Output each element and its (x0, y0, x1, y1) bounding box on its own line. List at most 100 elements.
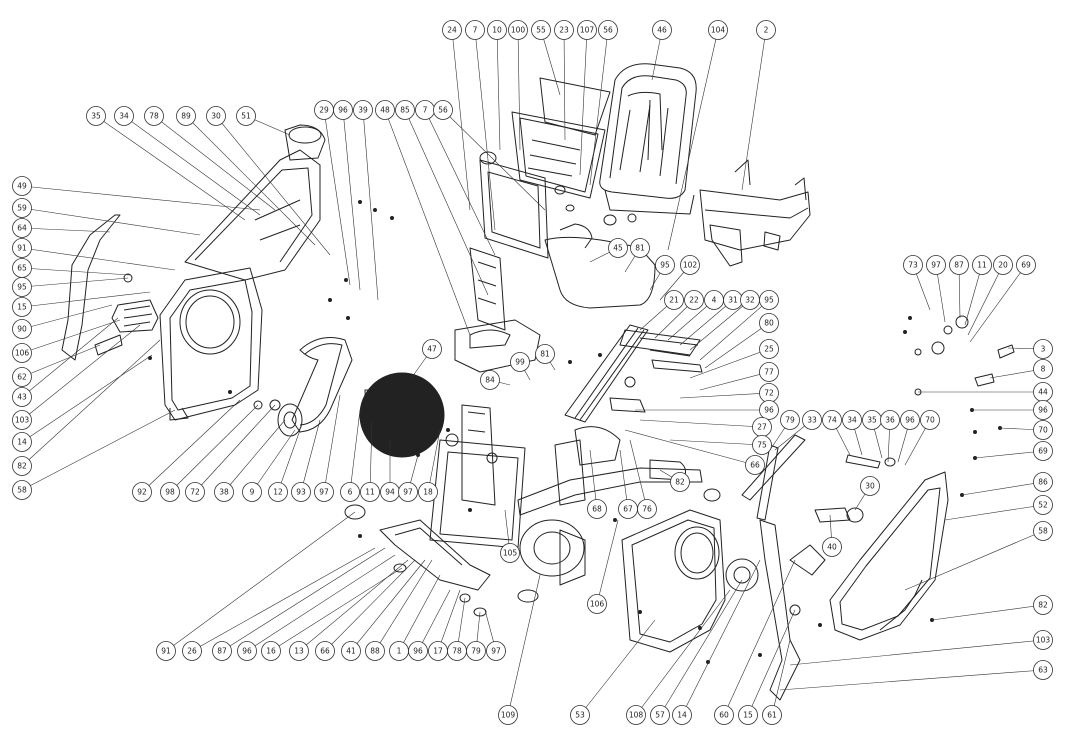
callout-circle (341, 641, 361, 661)
leader-line (404, 109, 489, 296)
leader-line (667, 299, 715, 341)
leader-line (789, 639, 1044, 666)
callout-number: 9 (250, 488, 255, 497)
callout-number: 45 (613, 244, 623, 253)
callout-number: 39 (358, 106, 368, 115)
leader-line (246, 554, 396, 652)
leader-line (21, 344, 101, 378)
leader-line (298, 559, 409, 652)
callout-number: 11 (365, 488, 375, 497)
callout-98: 98 (160, 482, 180, 502)
leader-line (741, 29, 767, 191)
callout-circle (684, 290, 704, 310)
leader-line (21, 227, 111, 233)
callout-number: 88 (370, 647, 380, 656)
leader-line (424, 109, 496, 256)
callout-39: 39 (353, 100, 373, 120)
callout-number: 84 (485, 376, 495, 385)
left-hardware (253, 389, 459, 520)
callout-circle (360, 482, 380, 502)
callout-circle (500, 543, 520, 563)
callout-108: 108 (626, 705, 646, 725)
callout-48: 48 (375, 100, 395, 120)
callout-number: 77 (764, 368, 774, 377)
leader-line (277, 429, 301, 493)
callout-number: 95 (764, 296, 774, 305)
callout-circle (738, 705, 758, 725)
callout-circle (12, 410, 32, 430)
callout-number: 20 (998, 261, 1008, 270)
leader-line (398, 574, 441, 652)
callout-82: 82 (1033, 595, 1053, 615)
leader-line (679, 299, 734, 346)
callout-circle (598, 20, 618, 40)
callout-29: 29 (314, 100, 334, 120)
callout-circle (418, 482, 438, 502)
callout-circle (626, 705, 646, 725)
callout-circle (920, 410, 940, 430)
callout-34: 34 (842, 410, 862, 430)
leader-line (619, 449, 629, 510)
callout-circle (206, 106, 226, 126)
callout-circle (422, 339, 442, 359)
callout-56: 56 (433, 100, 453, 120)
callout-99: 99 (510, 352, 530, 372)
callout-number: 104 (711, 26, 726, 35)
seat-back (599, 63, 697, 215)
callout-72: 72 (185, 482, 205, 502)
callout-75: 75 (752, 435, 772, 455)
callout-number: 32 (745, 296, 755, 305)
callout-96: 96 (759, 400, 779, 420)
callout-circle (714, 705, 734, 725)
callout-number: 70 (1038, 426, 1048, 435)
callout-12: 12 (268, 482, 288, 502)
callout-88: 88 (365, 641, 385, 661)
callout-number: 56 (603, 26, 613, 35)
leader-line (21, 277, 129, 288)
callout-79: 79 (466, 641, 486, 661)
callout-circle (498, 705, 518, 725)
leader-line (624, 429, 756, 466)
callout-number: 21 (669, 296, 679, 305)
callout-number: 87 (217, 647, 227, 656)
callout-circle (12, 198, 32, 218)
callout-number: 51 (241, 112, 251, 121)
callout-circle (680, 255, 700, 275)
leader-line (699, 371, 770, 391)
callout-circle (756, 20, 776, 40)
leader-line (21, 319, 121, 354)
callout-number: 106 (15, 349, 30, 358)
callout-number: 34 (119, 112, 129, 121)
callout-number: 95 (660, 261, 670, 270)
callout-circle (333, 100, 353, 120)
callout-53: 53 (570, 705, 590, 725)
callout-number: 57 (655, 711, 665, 720)
callout-number: 29 (319, 106, 329, 115)
callout-number: 10 (492, 26, 502, 35)
callout-circle (236, 106, 256, 126)
callout-number: 59 (17, 204, 27, 213)
callout-56: 56 (598, 20, 618, 40)
callout-circle (176, 106, 196, 126)
callout-62: 62 (12, 367, 32, 387)
callout-number: 78 (452, 647, 462, 656)
callout-14: 14 (672, 705, 692, 725)
callout-circle (1033, 400, 1053, 420)
callout-18: 18 (418, 482, 438, 502)
callout-number: 66 (750, 461, 760, 470)
callout-circle (395, 100, 415, 120)
callout-circle (12, 480, 32, 500)
callout-number: 103 (1036, 636, 1051, 645)
callout-96: 96 (1033, 400, 1053, 420)
callout-number: 80 (764, 319, 774, 328)
callout-circle (655, 255, 675, 275)
callout-circle (759, 313, 779, 333)
callout-40: 40 (822, 537, 842, 557)
callout-circle (12, 297, 32, 317)
leader-line (95, 115, 246, 221)
drive-belt (291, 337, 353, 433)
callout-circle (842, 410, 862, 430)
callout-number: 79 (785, 416, 795, 425)
callout-number: 70 (925, 416, 935, 425)
